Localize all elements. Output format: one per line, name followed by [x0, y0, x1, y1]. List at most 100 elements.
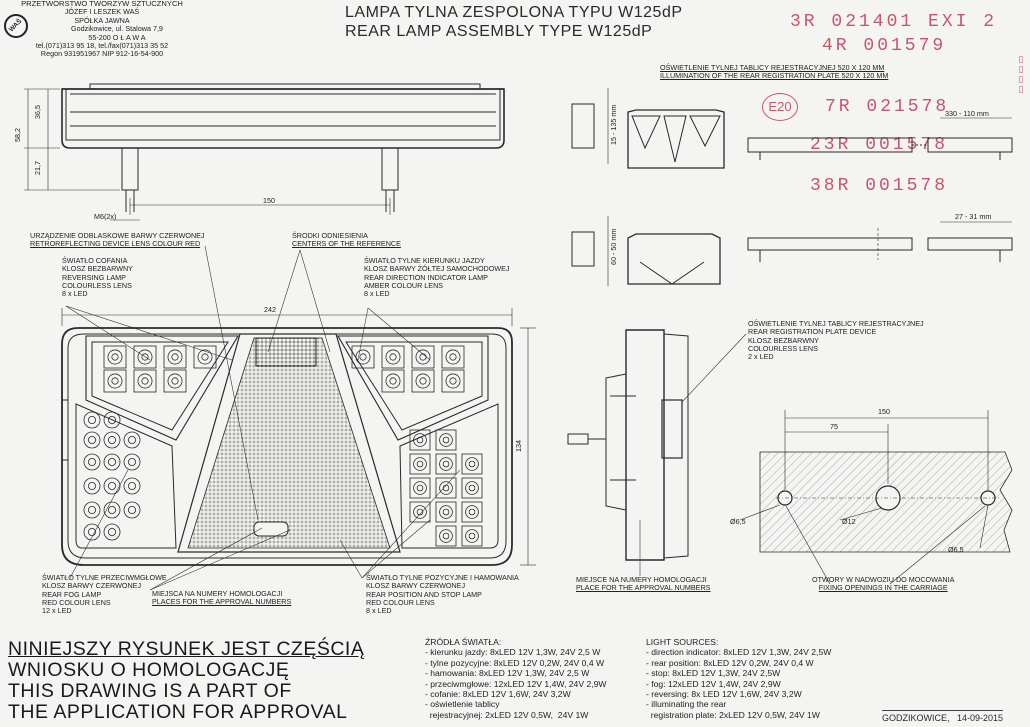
sources-pl-title: ŹRÓDŁA ŚWIATŁA: — [425, 637, 502, 647]
dim-58-2: 58,2 — [13, 128, 22, 142]
led-core — [389, 377, 397, 385]
light-sources-en: LIGHT SOURCES: - direction indicator: 8x… — [646, 637, 831, 720]
label-line: OŚWIETLENIE TYLNEJ TABLICY REJESTRACYJNE… — [748, 319, 924, 328]
led-ring — [83, 477, 101, 495]
led-cell — [441, 369, 465, 393]
label-fog: ŚWIATŁO TYLNE PRZECIWMGŁOWE KLOSZ BARWY … — [42, 573, 167, 615]
led-cell — [381, 345, 405, 369]
led-ring — [465, 457, 479, 471]
led-cell — [103, 345, 127, 369]
stamp-4r: 4R 001579 — [822, 36, 947, 56]
label-line: URZĄDZENIE ODBLASKOWE BARWY CZERWONEJ — [30, 231, 205, 240]
led-ring — [465, 481, 479, 495]
label-line: KLOSZ BARWY CZERWONEJ — [42, 581, 142, 591]
led-ring — [103, 411, 121, 429]
label-line: COLOURLESS LENS — [748, 343, 818, 353]
footer-place-date: GODZIKOWICE, 14-09-2015 — [882, 710, 1004, 723]
led-ring — [413, 481, 427, 495]
label-plate-device: OŚWIETLENIE TYLNEJ TABLICY REJESTRACYJNE… — [748, 319, 924, 361]
sources-en-line: - rear position: 8xLED 12V 0,2W, 24V 0,4… — [646, 657, 814, 668]
drawing-dim-text: 36,5 58,2 21,7 150 M6(2x) 15 - 135 mm 33… — [13, 105, 991, 554]
label-reversing: ŚWIATŁO COFANIA KLOSZ BEZBARWNY REVERSIN… — [62, 256, 133, 299]
label-line: MIEJSCA NA NUMERY HOMOLOGACJI — [152, 589, 283, 598]
front-view-lamp — [61, 327, 513, 566]
dim-134: 134 — [514, 440, 523, 452]
sources-en-line: - stop: 8xLED 12V 1,3W, 24V 2,5W — [646, 668, 781, 679]
leader-lines — [65, 245, 461, 591]
led-core — [442, 436, 450, 444]
led-ring — [439, 481, 453, 495]
led-core — [88, 457, 97, 466]
sources-en-line: - direction indicator: 8xLED 12V 1,3W, 2… — [646, 647, 832, 658]
sources-en-line: registration plate: 2xLED 12V 0,5W, 24V … — [646, 709, 820, 720]
led-core — [141, 377, 149, 385]
led-cell — [461, 453, 483, 475]
led-ring — [103, 431, 121, 449]
label-line: 8 x LED — [62, 289, 88, 299]
sources-en-line: - illuminating the rear — [646, 699, 727, 710]
led-ring — [83, 431, 101, 449]
led-ring — [103, 523, 121, 541]
plate-illumination-note: OŚWIETLENIE TYLNEJ TABLICY REJESTRACYJNE… — [660, 63, 888, 81]
led-cell — [461, 525, 483, 547]
led-core — [88, 435, 97, 444]
led-cell — [411, 369, 435, 393]
company-line: Godzikowice, ul. Stalowa 7,9 — [71, 24, 163, 34]
dim-d65-right: Ø6,5 — [948, 545, 964, 554]
led-core — [419, 377, 427, 385]
sources-pl-line: - hamowania: 8xLED 12V 1,3W, 24V 2,5 W — [425, 668, 590, 679]
led-core — [88, 415, 97, 424]
label-line: PLACE FOR THE APPROVAL NUMBERS — [576, 583, 711, 593]
led-core — [88, 505, 97, 514]
led-cell — [133, 369, 157, 393]
led-core — [468, 460, 476, 468]
label-line: ŚWIATŁO TYLNE PRZECIWMGŁOWE — [42, 573, 167, 582]
sources-pl-line: - oświetlenie tablicy — [425, 699, 500, 710]
led-ring — [123, 453, 141, 471]
dim-27-31: 27 - 31 mm — [955, 212, 991, 221]
led-core — [127, 435, 136, 444]
title-en: REAR LAMP ASSEMBLY TYPE W125dP — [345, 23, 653, 40]
label-centers: ŚRODKI ODNIESIENIA CENTERS OF THE REFERE… — [292, 231, 401, 249]
led-ring — [167, 373, 183, 389]
label-line: KLOSZ BEZBARWNY — [62, 264, 133, 274]
led-cell — [193, 345, 217, 369]
label-line: MIEJSCE NA NUMERY HOMOLOGACJI — [576, 575, 707, 584]
label-line: REAR FOG LAMP — [42, 589, 102, 599]
plate-illum-pl: OŚWIETLENIE TYLNEJ TABLICY REJESTRACYJNE… — [660, 63, 885, 72]
label-line: OTWORY W NADWOZIU DO MOCOWANIA — [812, 575, 955, 584]
label-position: ŚWIATŁO TYLNE POZYCYJNE I HAMOWANIA KLOS… — [366, 573, 519, 615]
label-line: RETROREFLECTING DEVICE LENS COLOUR RED — [30, 239, 201, 249]
label-line: KLOSZ BARWY ŻÓŁTEJ SAMOCHODOWEJ — [364, 264, 510, 274]
mount-dimensions — [739, 410, 989, 585]
led-cell — [409, 429, 431, 451]
company-line: JÓZEF I LESZEK WAŚ — [64, 7, 140, 17]
company-line: tel.(071)313 95 18, tel./fax(071)313 35 … — [35, 41, 169, 51]
led-cell — [103, 369, 127, 393]
sources-en-line: - fog: 12xLED 12V 1,4W, 24V 2,9W — [646, 678, 781, 689]
label-line: KLOSZ BARWY CZERWONEJ — [366, 581, 466, 591]
dim-330-110: 330 - 110 mm — [945, 109, 989, 118]
sources-pl-line: - tylne pozycyjne: 8xLED 12V 0,2W, 24V 0… — [425, 657, 605, 668]
side-profile-leaders — [639, 333, 747, 576]
label-line: ŚWIATŁO TYLNE POZYCYJNE I HAMOWANIA — [366, 573, 519, 582]
led-cell — [435, 525, 457, 547]
front-view-dimensions — [61, 308, 536, 566]
label-reflector: URZĄDZENIE ODBLASKOWE BARWY CZERWONEJ RE… — [30, 231, 205, 249]
led-core — [468, 508, 476, 516]
led-core — [449, 353, 457, 361]
led-cell — [409, 477, 431, 499]
label-line: KLOSZ BEZBARWNY — [748, 335, 819, 345]
dim-d12: Ø12 — [842, 517, 856, 526]
led-core — [108, 481, 117, 490]
led-core — [416, 460, 424, 468]
notice-line: WNIOSKU O HOMOLOGACJĘ — [8, 659, 290, 681]
e20-mark: E20 — [762, 93, 798, 121]
led-cell — [435, 477, 457, 499]
led-ring — [413, 505, 427, 519]
led-core — [442, 460, 450, 468]
label-line: 8 x LED — [364, 289, 390, 299]
label-indicator: ŚWIATŁO TYLNE KIERUNKU JAZDY KLOSZ BARWY… — [364, 256, 510, 299]
label-line: AMBER COLOUR LENS — [364, 280, 444, 290]
